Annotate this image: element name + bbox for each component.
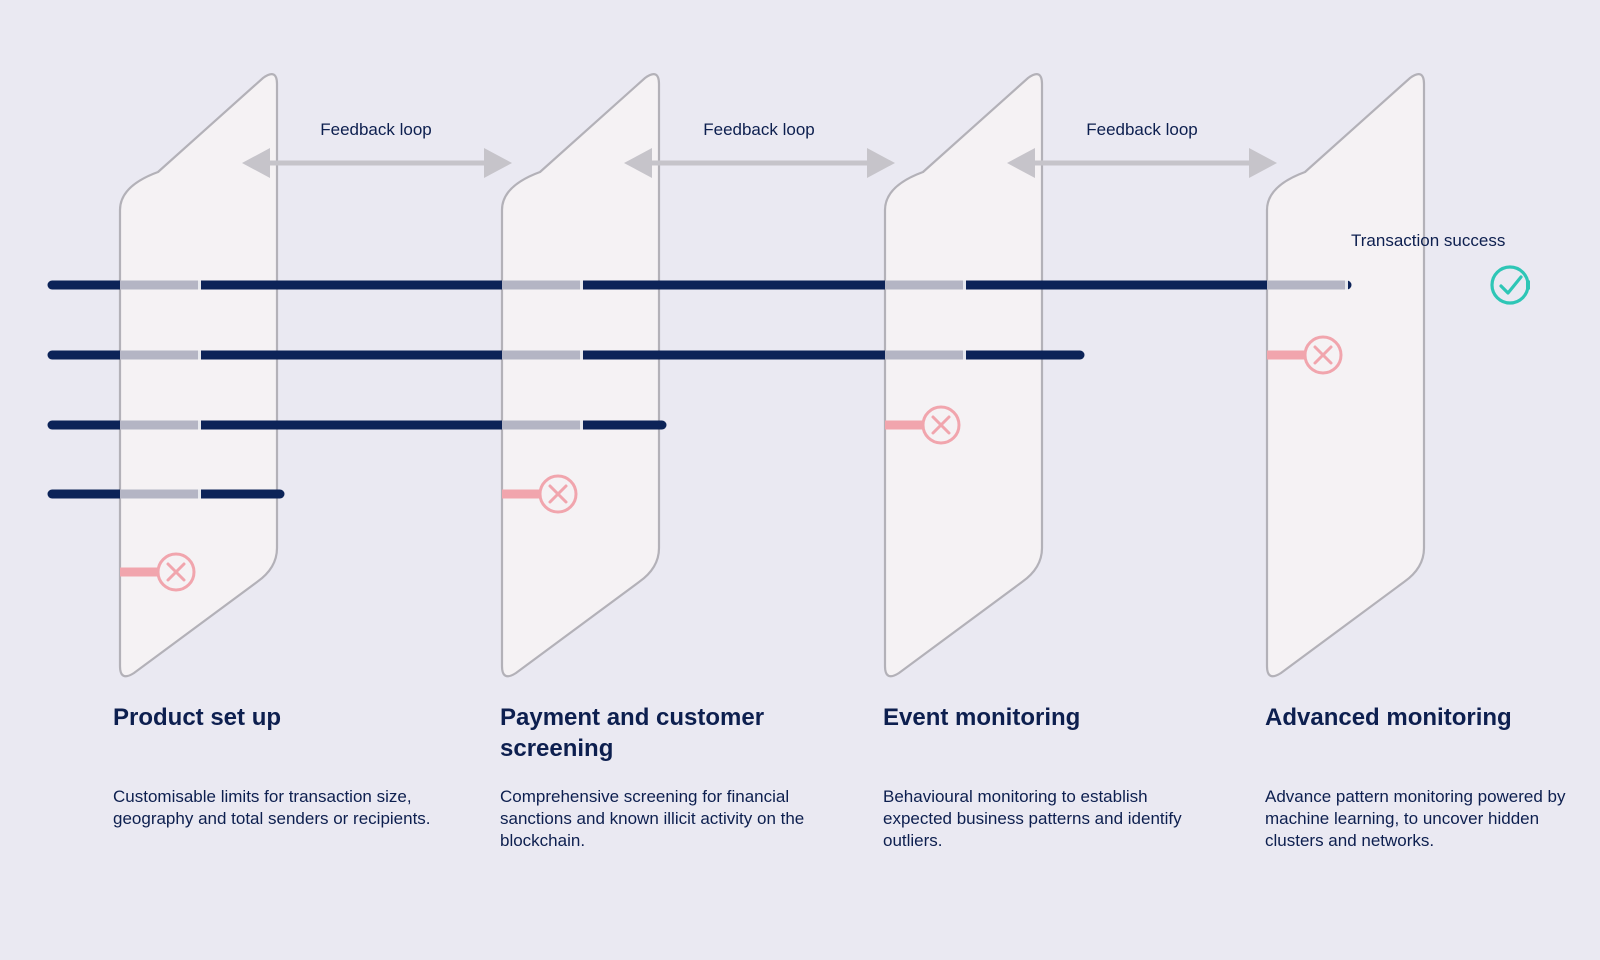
stage-product-set-up: Product set up Customisable limits for t… (113, 702, 448, 828)
double-arrow-icon (242, 148, 512, 178)
stage-payment-screening: Payment and customer screening Comprehen… (500, 702, 835, 850)
panel-crossing-segment (120, 489, 198, 499)
stage-title: Product set up (113, 704, 282, 731)
panel-crossing-segment (885, 280, 963, 290)
panel-crossing-segment (1267, 280, 1345, 290)
stage-panel (500, 73, 661, 678)
stage-panel (1265, 73, 1426, 678)
transaction-success-label: Transaction success (1351, 231, 1506, 250)
panel-crossing-segment (502, 280, 580, 290)
feedback-loop-label: Feedback loop (703, 120, 815, 139)
feedback-loop-label: Feedback loop (320, 120, 432, 139)
stage-title: Event monitoring (883, 704, 1081, 731)
stage-description: Customisable limits for transaction size… (113, 787, 431, 828)
stage-panel (883, 73, 1044, 678)
x-circle-icon (156, 552, 196, 592)
stage-panel (118, 73, 279, 678)
stage-event-monitoring: Event monitoring Behavioural monitoring … (883, 702, 1218, 850)
panel-crossing-segment (885, 350, 963, 360)
panel-crossing-segment (120, 350, 198, 360)
double-arrow-icon (1007, 148, 1277, 178)
stage-title: Payment and customer screening (500, 704, 765, 762)
stage-title: Advanced monitoring (1265, 704, 1512, 731)
panel-crossing-segment (502, 420, 580, 430)
x-circle-icon (1303, 335, 1343, 375)
double-arrow-icon (624, 148, 895, 178)
stage-description: Advance pattern monitoring powered by ma… (1265, 787, 1566, 850)
check-circle-icon (1490, 265, 1530, 305)
feedback-loop-label: Feedback loop (1086, 120, 1198, 139)
stage-advanced-monitoring: Advanced monitoring Advance pattern moni… (1265, 702, 1600, 850)
stage-description: Behavioural monitoring to establish expe… (883, 787, 1182, 850)
panel-crossing-segment (120, 280, 198, 290)
stage-description: Comprehensive screening for financial sa… (500, 787, 805, 850)
x-circle-icon (921, 405, 961, 445)
panel-crossing-segment (120, 420, 198, 430)
panel-crossing-segment (502, 350, 580, 360)
x-circle-icon (538, 474, 578, 514)
